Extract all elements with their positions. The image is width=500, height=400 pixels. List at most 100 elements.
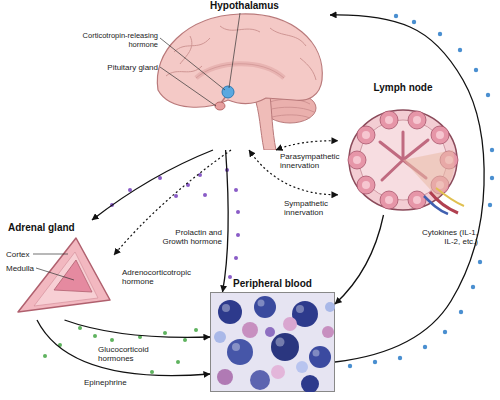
circle-shape	[362, 131, 370, 139]
circle-shape	[218, 300, 242, 324]
path-shape	[34, 252, 98, 306]
circle-shape	[313, 350, 320, 357]
edge-label: Cytokines (IL-1, IL-2, etc.)	[414, 228, 478, 246]
circle-shape	[474, 68, 478, 72]
path-shape	[157, 14, 322, 107]
circle-shape	[398, 356, 402, 360]
circle-shape	[357, 176, 375, 194]
circle-shape	[438, 32, 442, 36]
circle-shape	[138, 335, 142, 339]
ellipse-shape	[215, 102, 225, 110]
circle-shape	[234, 188, 238, 192]
path-shape	[254, 96, 276, 150]
circle-shape	[163, 331, 167, 335]
circle-shape	[412, 20, 416, 24]
rect-shape	[211, 293, 335, 392]
circle-shape	[276, 338, 285, 347]
path-shape	[54, 260, 92, 292]
circle-shape	[436, 131, 444, 139]
circle-shape	[225, 168, 229, 172]
circle-shape	[458, 48, 462, 52]
lymph-node-node: Lymph node	[338, 80, 468, 215]
path-shape	[403, 150, 455, 198]
nerve-connector	[276, 141, 338, 150]
circle-shape	[362, 181, 370, 189]
blood-node: Peripheral blood	[210, 292, 335, 392]
circle-shape	[283, 317, 297, 331]
circle-shape	[110, 203, 114, 207]
circle-shape	[423, 345, 427, 349]
circle-shape	[217, 369, 233, 385]
circle-shape	[214, 331, 226, 343]
path-shape	[196, 64, 284, 78]
circle-shape	[413, 116, 421, 124]
circle-shape	[271, 365, 285, 379]
brain-node: Hypothalamus	[150, 0, 330, 150]
circle-shape	[254, 296, 276, 318]
flow-arrow	[65, 320, 211, 337]
edge-label: Parasympathetic innervation	[280, 152, 348, 170]
circle-shape	[222, 304, 230, 312]
hormone-dots	[110, 168, 240, 279]
circle-shape	[309, 346, 331, 368]
circle-shape	[478, 260, 482, 264]
circle-shape	[373, 360, 377, 364]
g-shape	[214, 296, 335, 392]
part-label: Corticotropin-releasing hormone	[66, 32, 158, 49]
circle-shape	[227, 339, 253, 365]
circle-shape	[232, 343, 240, 351]
circle-shape	[78, 326, 82, 330]
edge-label: Glucocorticoid hormones	[98, 345, 164, 363]
edge-label: Adrenocorticotropic hormone	[122, 268, 214, 286]
circle-shape	[486, 93, 490, 97]
circle-shape	[176, 360, 180, 364]
circle-shape	[296, 305, 304, 313]
node-heading: Adrenal gland	[8, 222, 108, 234]
circle-shape	[242, 322, 258, 338]
node-heading: Peripheral blood	[210, 278, 335, 290]
flow-arrow	[37, 320, 210, 376]
circle-shape	[234, 256, 238, 260]
circle-shape	[194, 328, 198, 332]
circle-shape	[325, 302, 335, 312]
g-shape	[157, 14, 322, 150]
circle-shape	[222, 86, 234, 98]
circle-shape	[380, 191, 398, 209]
circle-shape	[265, 327, 275, 337]
circle-shape	[443, 330, 447, 334]
circle-shape	[353, 156, 361, 164]
circle-shape	[408, 111, 426, 129]
nerve-connector	[114, 150, 231, 255]
circle-shape	[110, 338, 114, 342]
circle-shape	[174, 194, 178, 198]
circle-shape	[408, 191, 426, 209]
circle-shape	[236, 233, 240, 237]
circle-shape	[385, 116, 393, 124]
path-shape	[436, 188, 464, 206]
circle-shape	[271, 333, 299, 361]
circle-shape	[203, 193, 207, 197]
circle-shape	[488, 203, 492, 207]
circle-shape	[357, 126, 375, 144]
circle-shape	[228, 275, 232, 279]
flow-arrow	[223, 150, 229, 292]
circle-shape	[93, 334, 97, 338]
path-shape	[18, 238, 110, 312]
circle-shape	[301, 375, 319, 392]
circle-shape	[258, 300, 265, 307]
ellipse-shape	[349, 110, 457, 210]
path-shape	[268, 99, 314, 118]
circle-shape	[348, 151, 366, 169]
node-heading: Lymph node	[353, 82, 453, 94]
edge-label: Prolactin and Growth hormone	[150, 228, 222, 246]
path-shape	[166, 26, 316, 80]
cytokine-dots	[348, 14, 494, 368]
circle-shape	[183, 338, 187, 342]
circle-shape	[198, 173, 202, 177]
circle-shape	[490, 176, 494, 180]
circle-shape	[296, 361, 308, 373]
part-label: Pituitary gland	[94, 63, 158, 72]
node-heading: Hypothalamus	[210, 0, 290, 12]
circle-shape	[128, 188, 132, 192]
